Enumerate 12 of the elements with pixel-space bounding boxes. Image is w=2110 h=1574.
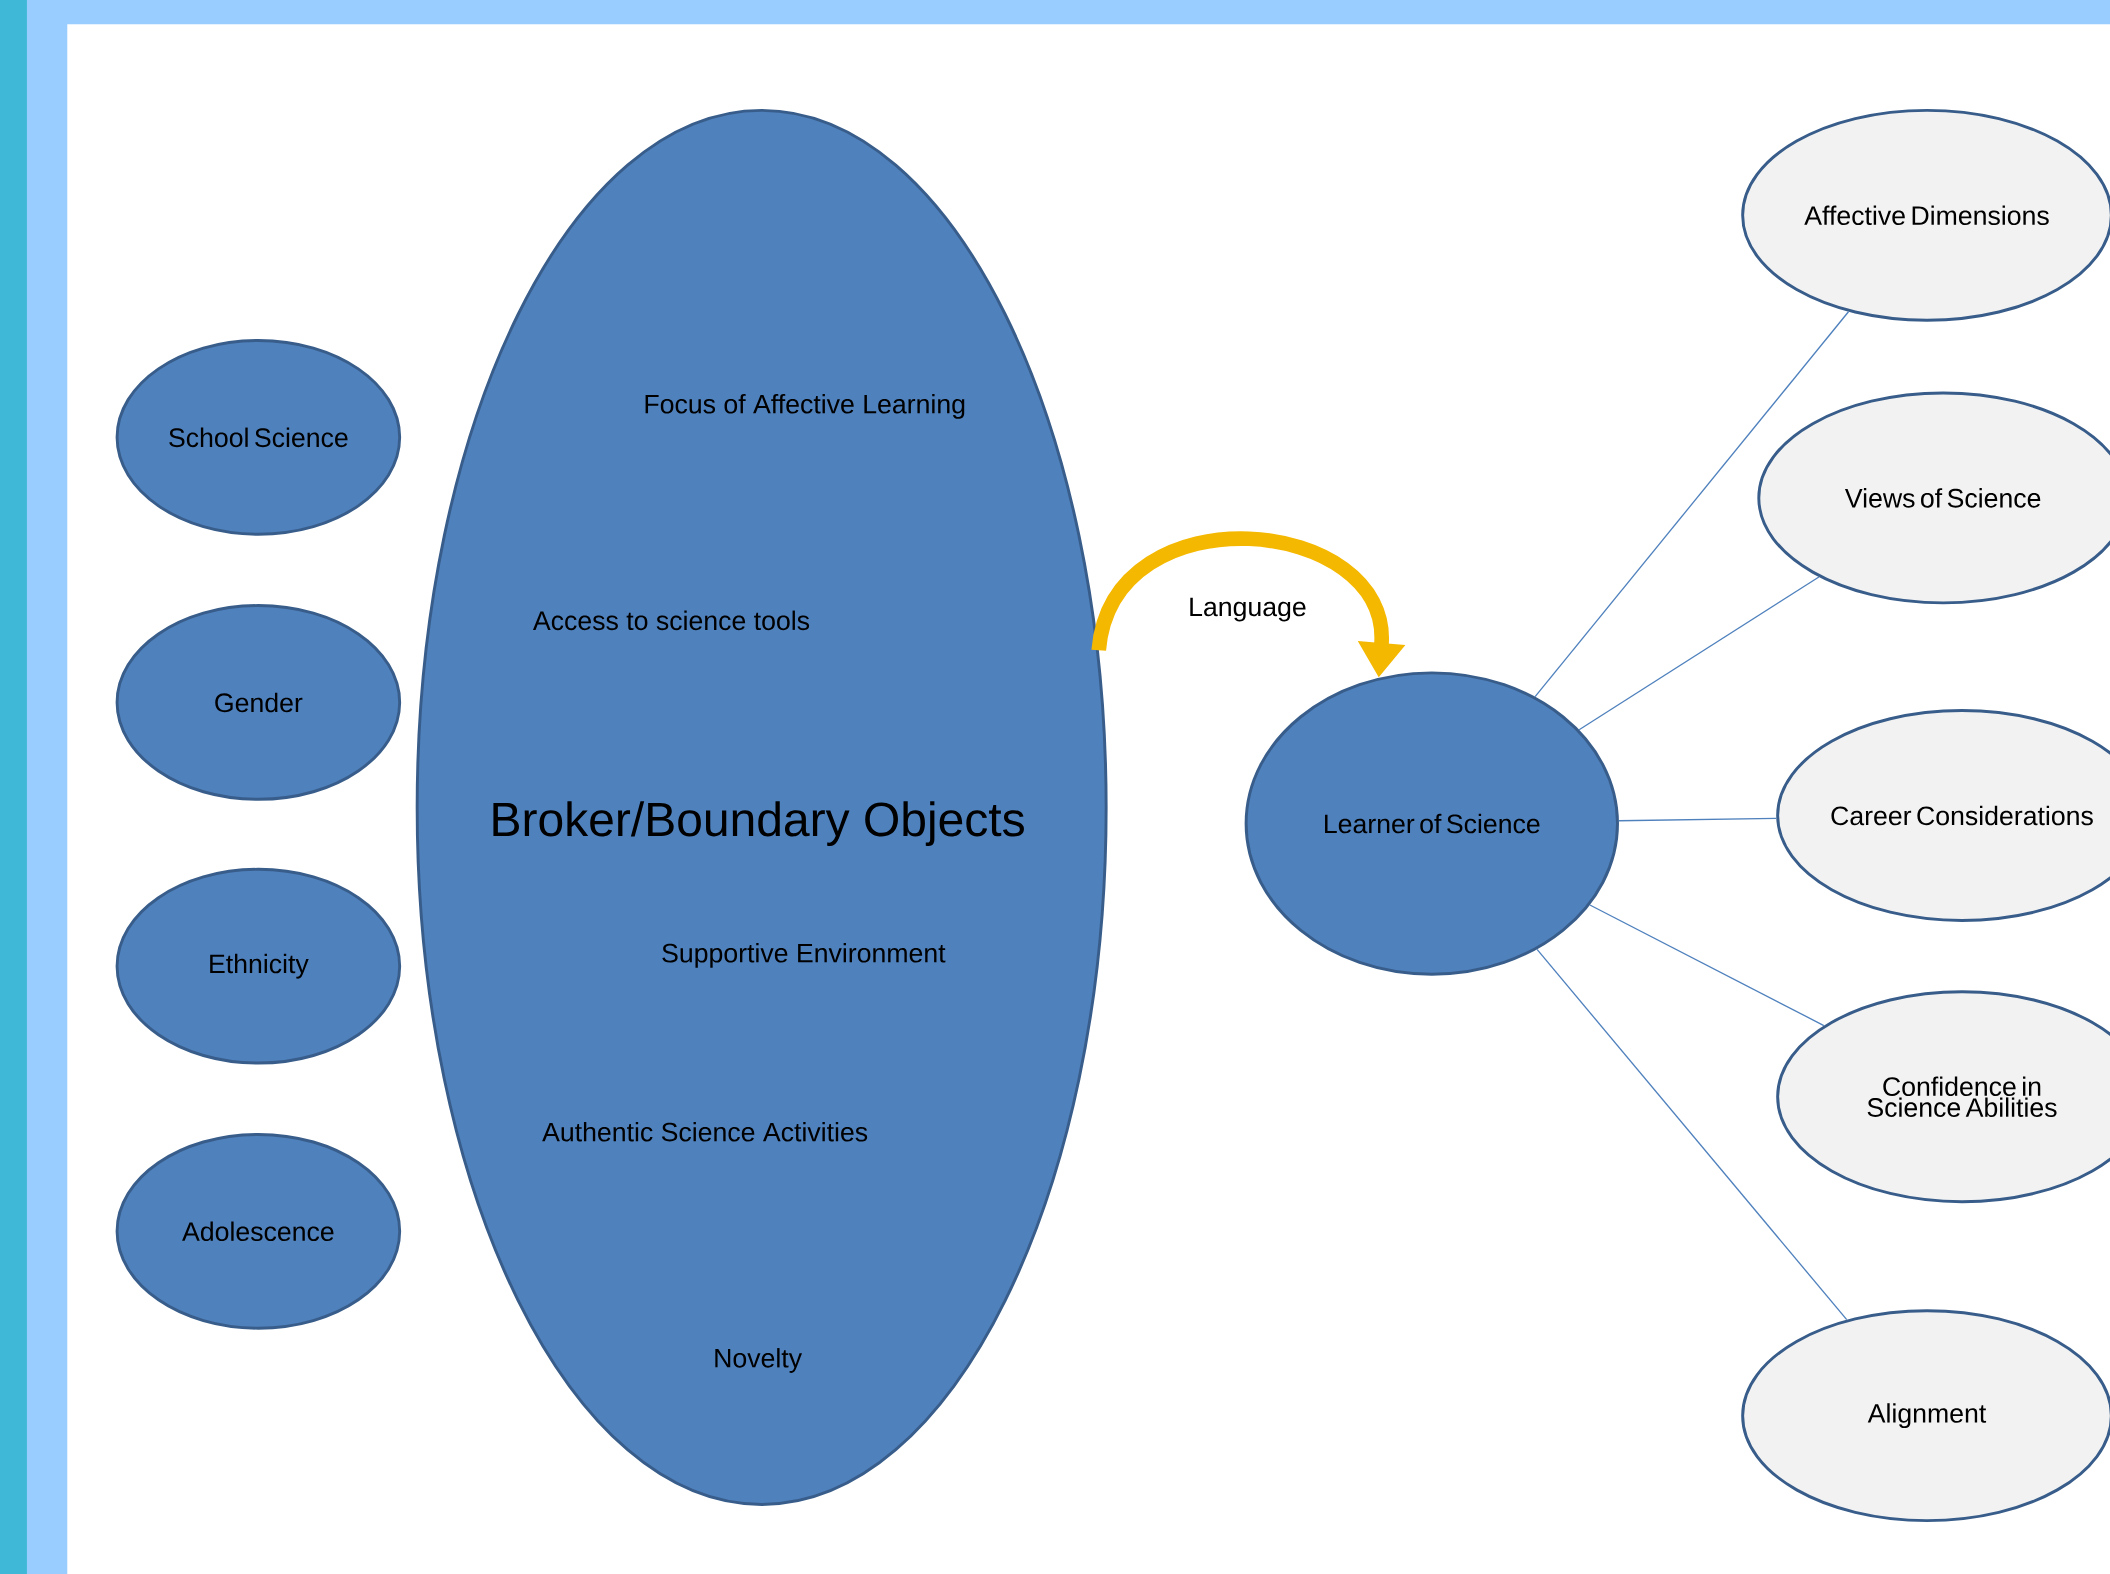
ellipse-label: Access to science tools <box>532 610 810 630</box>
ellipse-label: Authentic Science Activities <box>542 1121 868 1142</box>
connector-line <box>1578 576 1820 731</box>
ellipse-label: Novelty <box>715 1347 802 1373</box>
connector-line <box>1536 948 1848 1321</box>
ellipse-label: Focus of Affective Learning <box>645 393 965 419</box>
ellipse-title: Broker/Boundary Objects <box>493 801 1024 846</box>
connector-line <box>1534 310 1850 698</box>
edge-label: Language <box>1186 596 1309 623</box>
ellipse-label: Supportive Environment <box>662 942 946 968</box>
connector-line <box>1589 904 1825 1026</box>
connector-line <box>1618 817 1777 822</box>
